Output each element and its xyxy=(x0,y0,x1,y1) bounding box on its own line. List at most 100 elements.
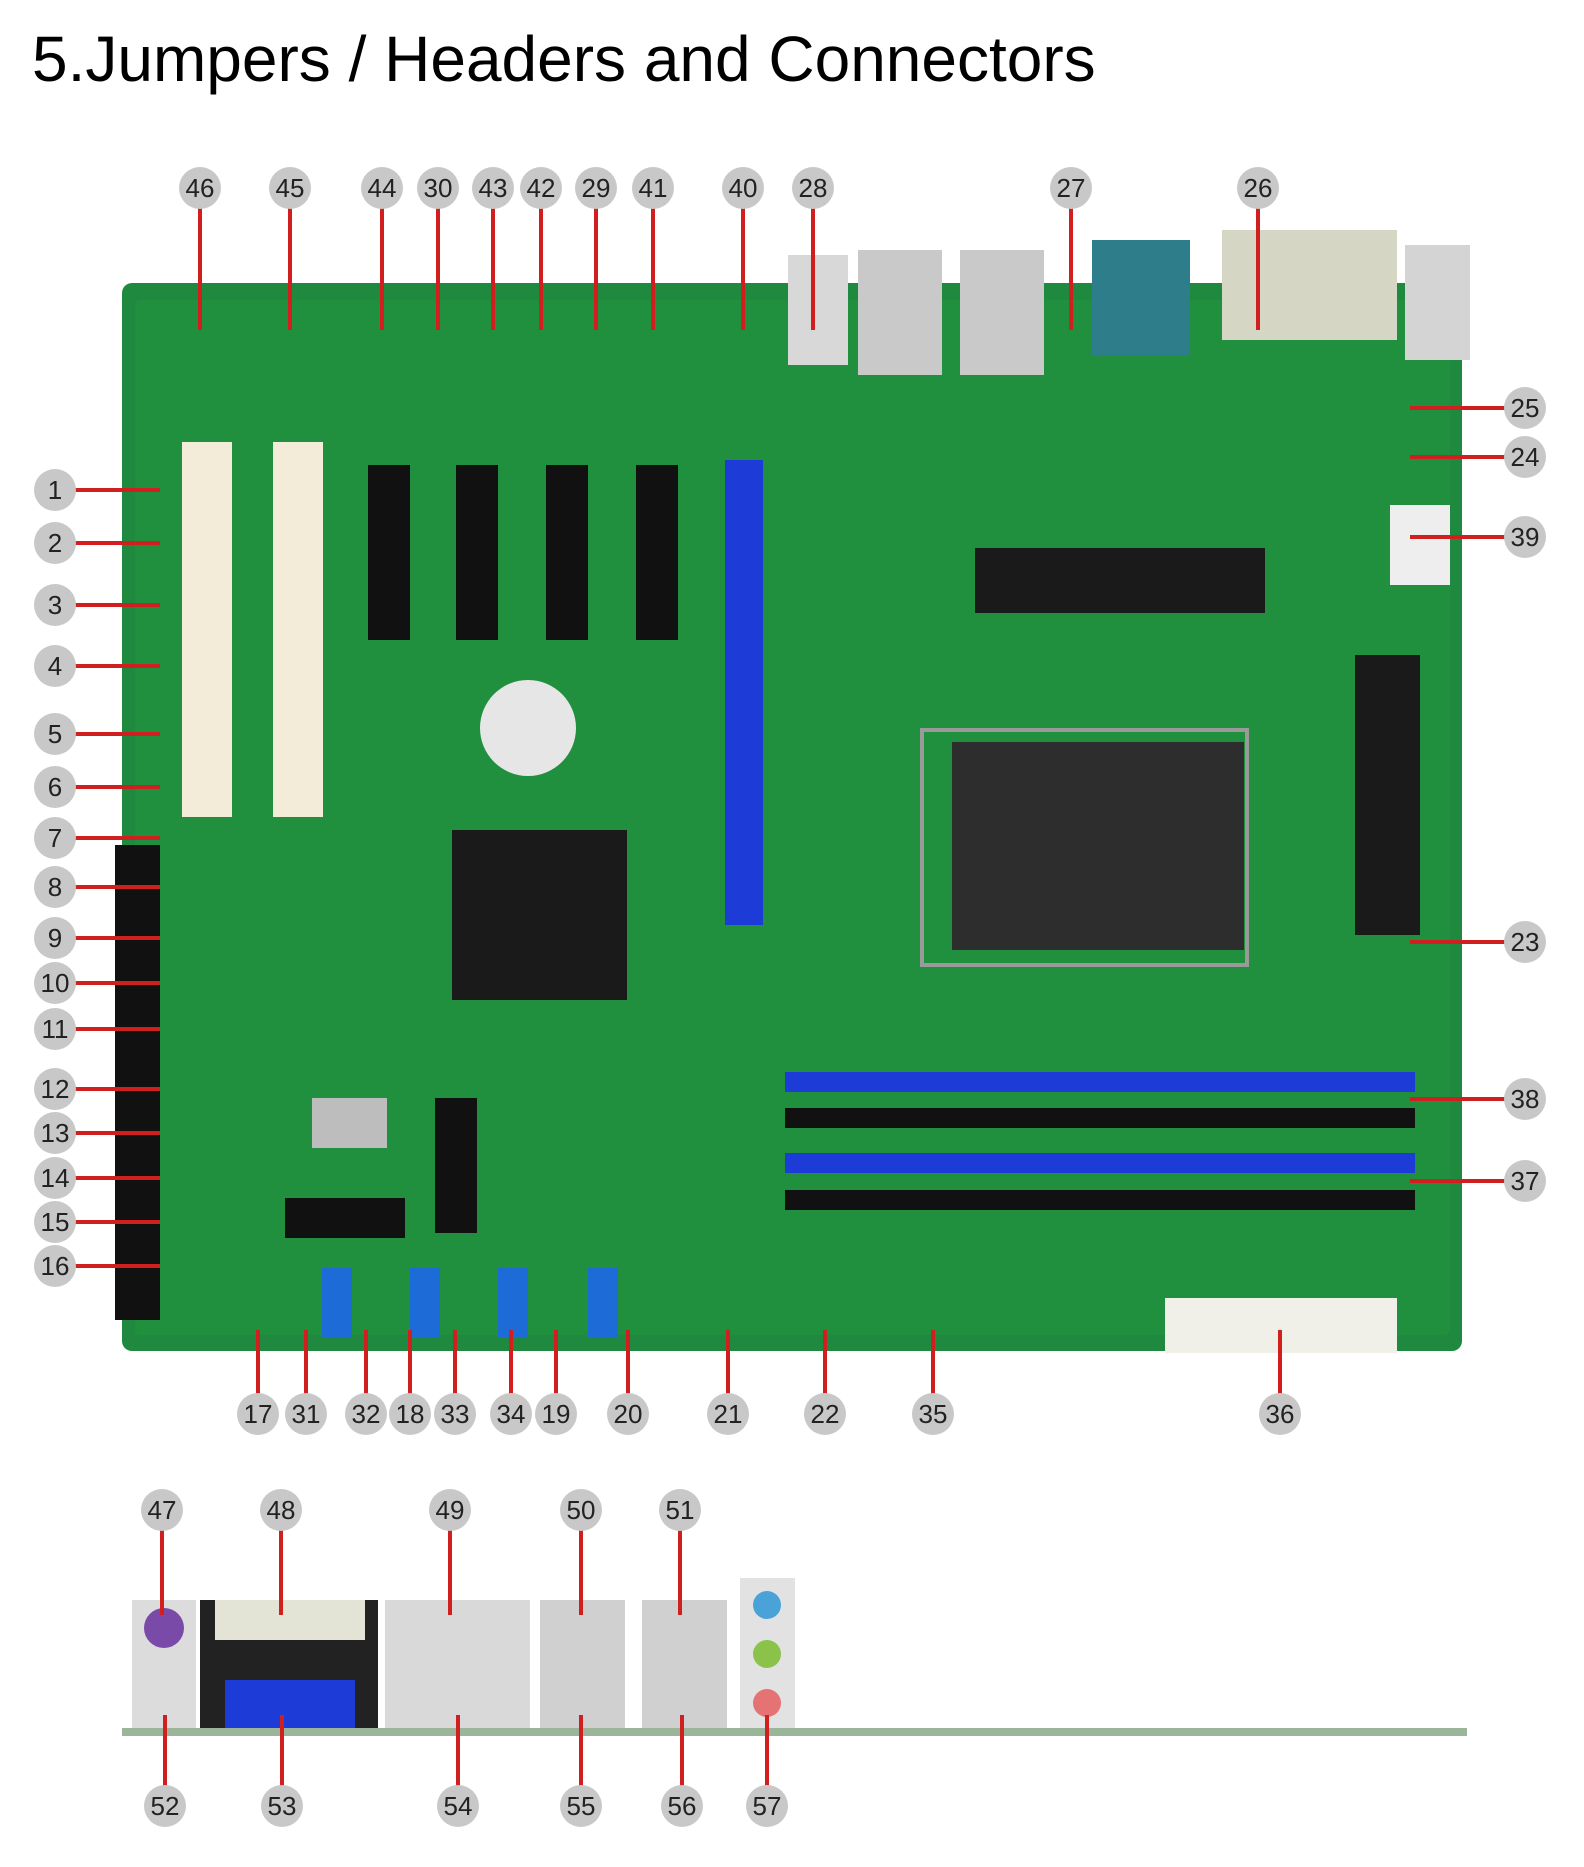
io-com-port xyxy=(1092,240,1190,355)
callout-badge-24: 24 xyxy=(1504,436,1546,478)
callout-circle xyxy=(361,167,403,209)
io-lan-usb-1 xyxy=(540,1600,625,1728)
callout-badge-29: 29 xyxy=(575,167,617,209)
callout-badge-16: 16 xyxy=(34,1245,76,1287)
callout-number: 42 xyxy=(527,173,556,203)
pcie-slot-d xyxy=(636,465,678,640)
callout-number: 34 xyxy=(497,1399,526,1429)
callout-badge-26: 26 xyxy=(1237,167,1279,209)
callout-badge-19: 19 xyxy=(535,1393,577,1435)
callout-number: 35 xyxy=(919,1399,948,1429)
io-bracket-usb xyxy=(788,255,848,365)
callout-number: 27 xyxy=(1057,173,1086,203)
callout-badge-12: 12 xyxy=(34,1068,76,1110)
callout-number: 5 xyxy=(48,719,62,749)
callout-number: 40 xyxy=(729,173,758,203)
mpcie-slot xyxy=(285,1198,405,1238)
io-com-hdmi xyxy=(385,1600,530,1728)
callout-circle xyxy=(34,522,76,564)
callout-badge-27: 27 xyxy=(1050,167,1092,209)
callout-badge-43: 43 xyxy=(472,167,514,209)
callout-number: 11 xyxy=(42,1014,69,1044)
callout-circle xyxy=(560,1785,602,1827)
callout-circle xyxy=(722,167,764,209)
io-dvi-port xyxy=(1222,230,1397,340)
callout-number: 32 xyxy=(352,1399,381,1429)
callout-badge-40: 40 xyxy=(722,167,764,209)
callout-circle xyxy=(34,584,76,626)
callout-badge-1: 1 xyxy=(34,469,76,511)
callout-circle xyxy=(34,817,76,859)
callout-number: 31 xyxy=(292,1399,321,1429)
callout-circle xyxy=(520,167,562,209)
callout-circle xyxy=(237,1393,279,1435)
callout-badge-15: 15 xyxy=(34,1201,76,1243)
callout-number: 29 xyxy=(582,173,611,203)
callout-number: 33 xyxy=(441,1399,470,1429)
callout-circle xyxy=(1050,167,1092,209)
callout-number: 20 xyxy=(614,1399,643,1429)
cpu-power xyxy=(1390,505,1450,585)
callout-circle xyxy=(34,766,76,808)
callout-circle xyxy=(437,1785,479,1827)
callout-circle xyxy=(1504,516,1546,558)
callout-badge-51: 51 xyxy=(659,1489,701,1531)
front-header-stack xyxy=(115,845,160,1320)
callout-circle xyxy=(661,1785,703,1827)
callout-number: 7 xyxy=(48,823,62,853)
callout-number: 53 xyxy=(268,1791,297,1821)
callout-badge-45: 45 xyxy=(269,167,311,209)
callout-circle xyxy=(472,167,514,209)
callout-number: 18 xyxy=(396,1399,425,1429)
callout-number: 55 xyxy=(567,1791,596,1821)
callout-number: 38 xyxy=(1511,1084,1540,1114)
dimm-slot-3 xyxy=(785,1153,1415,1173)
pcie-slot-a xyxy=(368,465,410,640)
callout-circle xyxy=(429,1489,471,1531)
callout-circle xyxy=(285,1393,327,1435)
callout-badge-17: 17 xyxy=(237,1393,279,1435)
pcie-slot-b xyxy=(456,465,498,640)
callout-badge-48: 48 xyxy=(260,1489,302,1531)
callout-badge-44: 44 xyxy=(361,167,403,209)
callout-number: 14 xyxy=(41,1163,70,1193)
callout-badge-22: 22 xyxy=(804,1393,846,1435)
pcb-inner xyxy=(135,300,1450,1335)
callout-circle xyxy=(1504,1160,1546,1202)
callout-circle xyxy=(1504,1078,1546,1120)
callout-circle xyxy=(417,167,459,209)
callout-badge-8: 8 xyxy=(34,866,76,908)
callout-number: 56 xyxy=(668,1791,697,1821)
callout-circle xyxy=(141,1489,183,1531)
callout-circle xyxy=(1259,1393,1301,1435)
callout-badge-49: 49 xyxy=(429,1489,471,1531)
callout-badge-30: 30 xyxy=(417,167,459,209)
callout-badge-37: 37 xyxy=(1504,1160,1546,1202)
callout-number: 30 xyxy=(424,173,453,203)
callout-circle xyxy=(632,167,674,209)
callout-circle xyxy=(389,1393,431,1435)
callout-number: 9 xyxy=(48,923,62,953)
callout-number: 57 xyxy=(753,1791,782,1821)
sata-port-4 xyxy=(588,1268,618,1338)
page-title: 5.Jumpers / Headers and Connectors xyxy=(32,23,1096,95)
callout-badge-34: 34 xyxy=(490,1393,532,1435)
callout-badge-47: 47 xyxy=(141,1489,183,1531)
callout-circle xyxy=(34,1008,76,1050)
callout-number: 51 xyxy=(666,1495,695,1525)
callout-badge-52: 52 xyxy=(144,1785,186,1827)
leader-lines xyxy=(73,206,1507,1788)
io-dvi-connector xyxy=(215,1600,365,1640)
callout-circle xyxy=(1504,387,1546,429)
pcie-slot-c xyxy=(546,465,588,640)
callout-badge-50: 50 xyxy=(560,1489,602,1531)
callout-badge-7: 7 xyxy=(34,817,76,859)
callout-badge-21: 21 xyxy=(707,1393,749,1435)
callout-number: 1 xyxy=(48,475,62,505)
callout-number: 6 xyxy=(48,772,62,802)
callout-number: 15 xyxy=(41,1207,70,1237)
io-bracket-lan2 xyxy=(960,250,1044,375)
vrm-heatsink-right xyxy=(1355,655,1420,935)
callout-number: 12 xyxy=(41,1074,70,1104)
callout-circle xyxy=(34,713,76,755)
